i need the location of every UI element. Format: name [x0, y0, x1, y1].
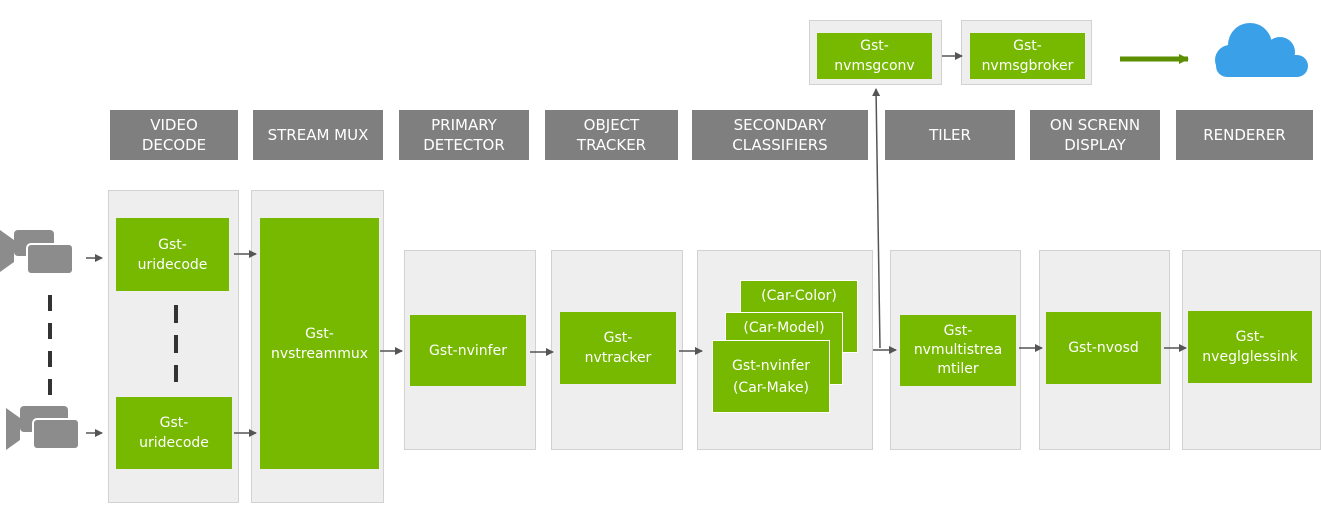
nvmsgconv-box: Gst- nvmsgconv [817, 33, 932, 79]
nvtracker-box: Gst- nvtracker [560, 312, 676, 384]
stage-header-secondary-classifiers: SECONDARY CLASSIFIERS [692, 110, 868, 160]
stage-header-renderer: RENDERER [1176, 110, 1313, 160]
car-make-nvinfer-box: Gst-nvinfer (Car-Make) [712, 340, 830, 413]
nvmsgbroker-box: Gst- nvmsgbroker [970, 33, 1085, 79]
stage-header-primary-detector: PRIMARY DETECTOR [399, 110, 529, 160]
camera-icon [6, 406, 80, 450]
uridecode-top-box: Gst- uridecode [116, 218, 229, 291]
camera-icon [0, 230, 74, 275]
stage-header-on-screen-display: ON SCRENN DISPLAY [1030, 110, 1160, 160]
uridecode-bottom-box: Gst- uridecode [116, 397, 232, 469]
nveglglessink-box: Gst- nveglglessink [1188, 311, 1312, 383]
stage-header-object-tracker: OBJECT TRACKER [545, 110, 678, 160]
nvosd-box: Gst-nvosd [1046, 312, 1161, 384]
stage-header-stream-mux: STREAM MUX [253, 110, 383, 160]
nvmultistreamtiler-box: Gst- nvmultistrea mtiler [900, 315, 1016, 386]
stage-header-tiler: TILER [885, 110, 1015, 160]
cloud-icon [1215, 23, 1308, 77]
arrow-up-to-msgconv [872, 88, 881, 349]
stage-header-video-decode: VIDEO DECODE [110, 110, 238, 160]
primary-nvinfer-box: Gst-nvinfer [410, 315, 526, 386]
nvstreammux-box: Gst- nvstreammux [260, 218, 379, 469]
